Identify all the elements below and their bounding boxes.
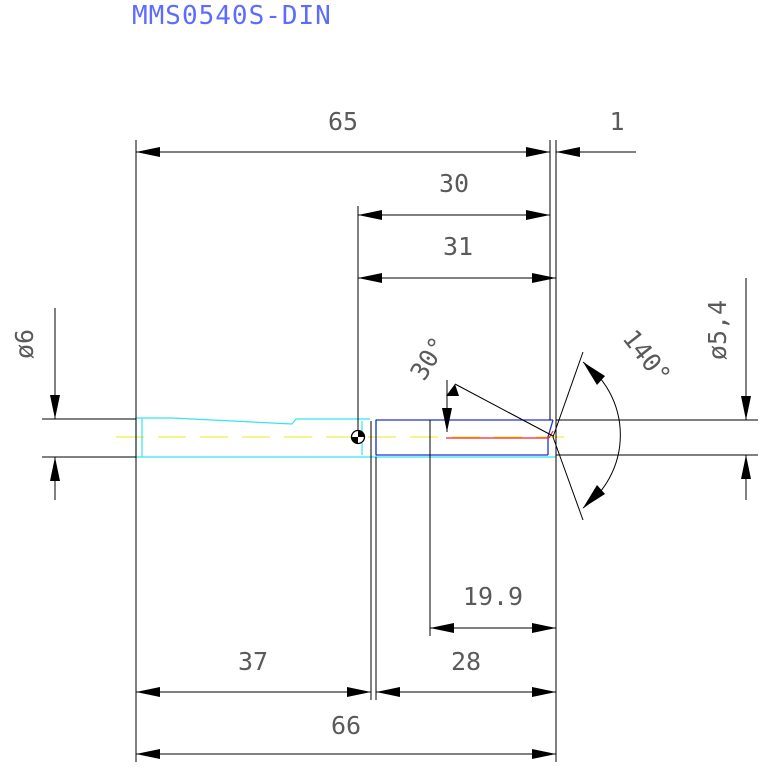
tool-profile [116,417,578,458]
dim-label-30: 30 [439,169,469,198]
dim-cut-diameter: ø5,4 [703,278,751,500]
extension-lines [42,140,758,762]
dim-overall-length: 65 [136,107,550,157]
shank-top-edge [136,417,370,425]
drawing-title: MMS0540S-DIN [132,1,332,31]
dim-label-cut-diameter: ø5,4 [703,300,732,360]
cutting-tip [547,419,554,455]
dim-label-66: 66 [331,711,361,740]
dim-total-length: 66 [136,711,556,759]
dim-label-31: 31 [443,232,473,261]
dim-label-65: 65 [328,107,358,136]
dim-flute-length: 19.9 [430,582,556,633]
dim-label-19-9: 19.9 [463,582,523,611]
dim-label-28: 28 [451,647,481,676]
dim-tip-offset: 1 [556,107,636,157]
dim-cut-length-30: 30 [358,169,550,220]
dim-label-point-angle: 140° [617,324,677,389]
dim-label-shank-diameter: ø6 [10,329,39,359]
dim-point-angle: 140° [552,324,677,521]
dim-cut-length-31: 31 [358,232,556,283]
dim-label-1: 1 [609,107,624,136]
dim-label-helix-angle: 30° [405,332,454,386]
dim-shank-diameter: ø6 [10,308,60,500]
dim-label-37: 37 [238,647,268,676]
dim-body-length: 28 [376,647,556,697]
center-mark-icon [350,429,366,445]
dim-shank-length: 37 [136,647,371,697]
